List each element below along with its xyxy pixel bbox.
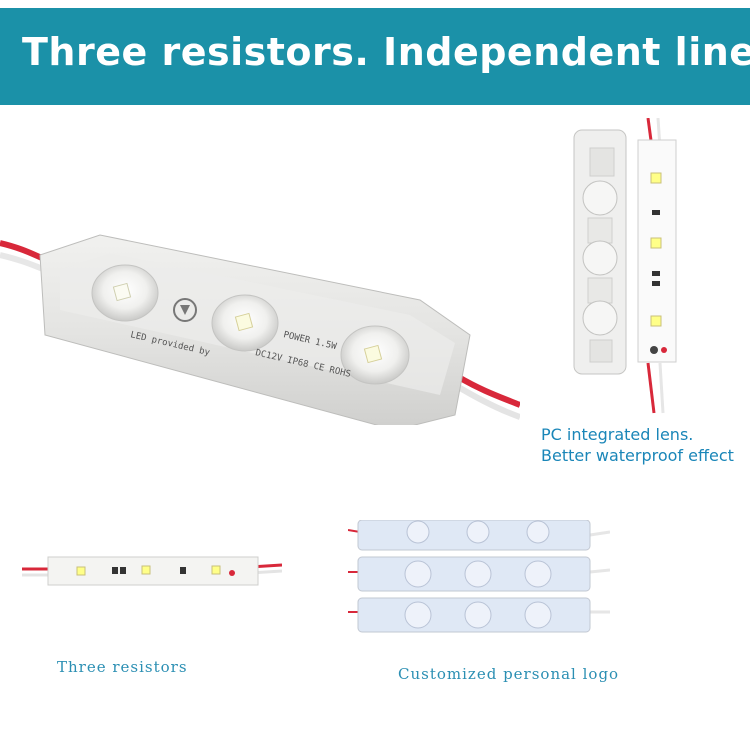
side-caption-line-1: PC integrated lens. <box>541 425 694 444</box>
module-lens-3 <box>340 325 410 385</box>
caption-customized-logo: Customized personal logo <box>398 665 620 683</box>
led-module-side-photo <box>573 118 677 414</box>
title-banner: Three resistors. Independent line <box>0 8 750 105</box>
stacked-modules-photo <box>348 520 610 633</box>
side-caption-line-2: Better waterproof effect <box>541 446 734 465</box>
module-lens-1 <box>91 264 159 322</box>
recycle-logo-icon <box>173 298 197 322</box>
banner-title: Three resistors. Independent line <box>22 30 750 74</box>
led-module-main-photo: LED provided by POWER 1.5W DC12V IP68 CE… <box>0 234 520 425</box>
caption-three-resistors: Three resistors <box>57 658 188 676</box>
pcb-three-resistors-photo <box>22 556 282 586</box>
module-lens-2 <box>211 294 279 352</box>
side-caption: PC integrated lens. Better waterproof ef… <box>541 424 734 466</box>
